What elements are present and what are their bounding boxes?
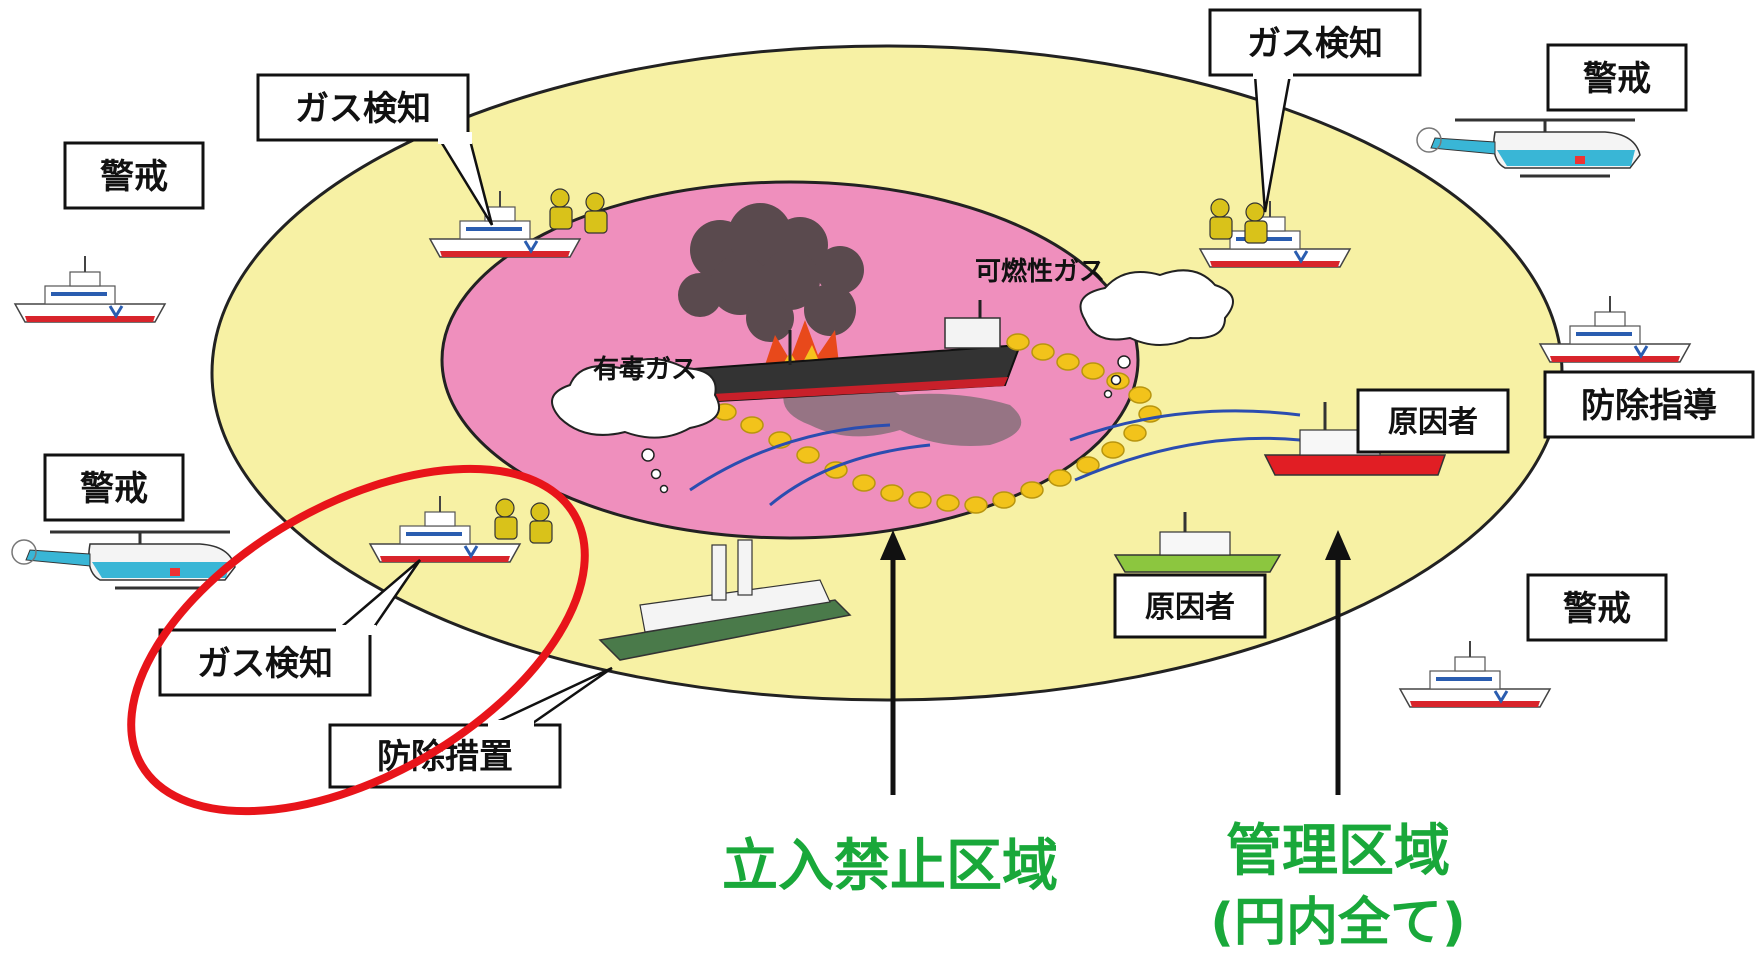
callout-gas-detection-upper-left: ガス検知: [256, 73, 494, 226]
management-zone-title: 管理区域: [1226, 819, 1450, 884]
prevention-guidance-label: 防除指導: [1581, 386, 1717, 426]
callout-gas-detection-lower-left: ガス検知: [158, 559, 422, 697]
responsible-party-boat-green: [1113, 512, 1282, 573]
gas-detection-label: ガス検知: [1247, 24, 1383, 64]
gas-detection-crew-icon: [494, 188, 1268, 544]
patrol-boat-lower-right: [1398, 639, 1552, 709]
prevention-vessel: [598, 539, 852, 661]
management-zone-note: (円内全て): [1210, 893, 1466, 953]
gas-detection-label: ガス検知: [295, 89, 431, 129]
helicopter-upper-right: [1415, 118, 1642, 178]
box-patrol-upper-right: 警戒: [1546, 43, 1688, 112]
patrol-boat-right: [1538, 294, 1692, 364]
arrow-management-zone: [1325, 530, 1351, 795]
gas-detection-label: ガス検知: [197, 644, 333, 684]
burning-tanker: [678, 300, 1022, 404]
patrol-label: 警戒: [80, 469, 148, 509]
box-responsible-party-lower: 原因者: [1113, 573, 1267, 639]
box-patrol-upper-left: 警戒: [63, 141, 205, 210]
arrow-no-entry-zone: [880, 530, 906, 795]
responsible-party-label: 原因者: [1145, 590, 1235, 625]
toxic-gas-label: 有毒ガス: [593, 355, 697, 385]
smoke-cloud: [678, 203, 864, 342]
helicopter-left: [10, 530, 237, 590]
patrol-label: 警戒: [1583, 59, 1651, 99]
flammable-gas-label: 可燃性ガス: [975, 257, 1105, 287]
no-entry-zone-title: 立入禁止区域: [722, 834, 1058, 899]
box-patrol-lower-right: 警戒: [1526, 573, 1668, 642]
toxic-gas-cloud: 有毒ガス: [551, 355, 721, 494]
box-responsible-party-right: 原因者: [1356, 388, 1510, 454]
highlight-circle: [127, 464, 589, 816]
callout-gas-detection-upper-right: ガス検知: [1208, 8, 1422, 213]
box-patrol-left: 警戒: [43, 453, 185, 522]
callout-prevention-measures: 防除措置: [328, 666, 613, 789]
patrol-label: 警戒: [100, 157, 168, 197]
flammable-gas-cloud: 可燃性ガス: [975, 257, 1234, 399]
patrol-boat-left-upper: [13, 254, 167, 324]
box-prevention-guidance: 防除指導: [1543, 370, 1755, 439]
spray-lines: [689, 409, 1301, 507]
responsible-party-label: 原因者: [1388, 405, 1478, 440]
patrol-label: 警戒: [1563, 589, 1631, 629]
